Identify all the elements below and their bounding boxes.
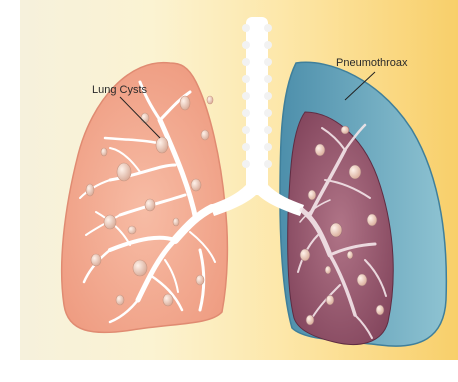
lung-cysts-label: Lung Cysts (92, 84, 147, 96)
pneumothorax-label: Pneumothroax (336, 57, 408, 69)
